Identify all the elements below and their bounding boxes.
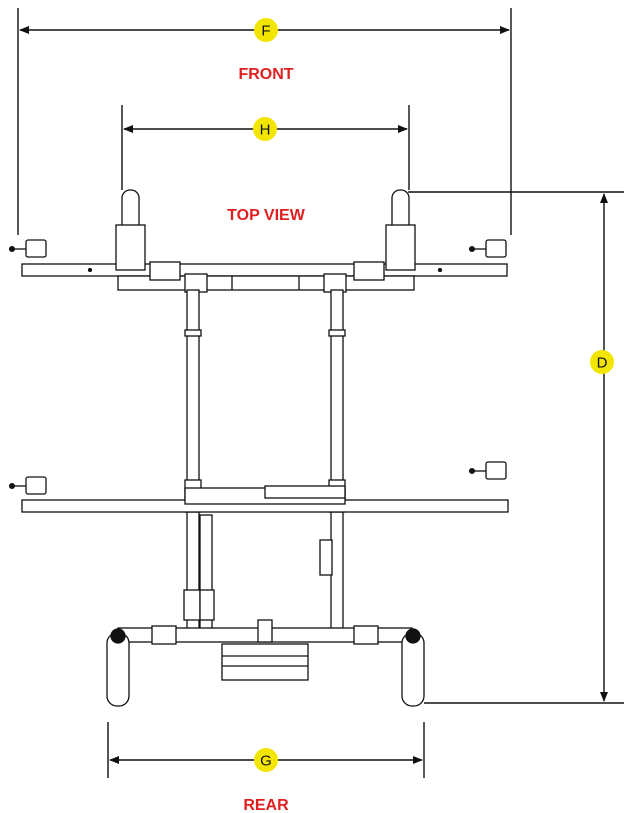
dimension-f-marker — [254, 18, 278, 42]
rear-wheels — [106, 628, 425, 707]
front-crossbar-joint-left — [184, 273, 208, 293]
vertical-frame — [183, 289, 346, 636]
front-crossbar — [21, 261, 508, 293]
front-pad-right — [485, 239, 507, 258]
dimension-g-label: G — [260, 753, 272, 770]
front-wheel-left-fork — [115, 224, 146, 271]
front-arm-hole-right — [437, 267, 443, 273]
mid-crossbar — [8, 461, 509, 513]
front-arm-bar — [21, 263, 508, 277]
rear-label: REAR — [243, 797, 289, 813]
mid-crossbar-plate — [264, 485, 346, 499]
rear-crossbar — [117, 619, 413, 681]
rear-wheel-left-hub — [110, 628, 126, 644]
rear-crossbar-joint-left — [151, 625, 177, 645]
front-wheels — [115, 189, 416, 271]
front-bracket-left — [149, 261, 181, 281]
front-bracket-right — [353, 261, 385, 281]
actuator-housing — [183, 589, 201, 621]
rear-crossbar-joint-right — [353, 625, 379, 645]
front-arm-hole-left — [87, 267, 93, 273]
actuator-motor — [199, 589, 215, 621]
dimension-d-label: D — [597, 355, 608, 372]
dimension-g-marker — [254, 748, 278, 772]
dimension-f-label: F — [261, 23, 270, 40]
rear-wheel-left — [106, 632, 130, 707]
front-wheel-right-fork — [385, 224, 416, 271]
dimension-h-label: H — [260, 122, 271, 139]
front-pad-right-knob — [468, 245, 476, 253]
dimension-d — [408, 191, 624, 704]
mid-pad-right-knob — [468, 467, 476, 475]
front-pad-left — [25, 239, 47, 258]
dimension-h-marker — [253, 117, 277, 141]
front-pad-left-knob — [8, 245, 16, 253]
mid-pad-left — [25, 476, 47, 495]
mid-pad-right — [485, 461, 507, 480]
frame-rail-left — [186, 289, 200, 486]
dimension-d-marker — [590, 350, 614, 374]
side-panel — [319, 539, 333, 576]
mid-pad-left-knob — [8, 482, 16, 490]
lower-rail-right — [330, 511, 344, 633]
rear-wheel-right-hub — [405, 628, 421, 644]
frame-rail-right-collar — [328, 329, 346, 337]
top-view-label: TOP VIEW — [227, 207, 306, 224]
front-pads — [8, 239, 507, 258]
rear-wheel-right — [401, 632, 425, 707]
frame-rail-right — [330, 289, 344, 486]
rear-crossbar-hitch — [257, 619, 273, 643]
front-crossbar-joint-right — [323, 273, 347, 293]
rear-step — [221, 643, 309, 681]
frame-rail-left-collar — [184, 329, 202, 337]
front-label: FRONT — [238, 66, 293, 83]
